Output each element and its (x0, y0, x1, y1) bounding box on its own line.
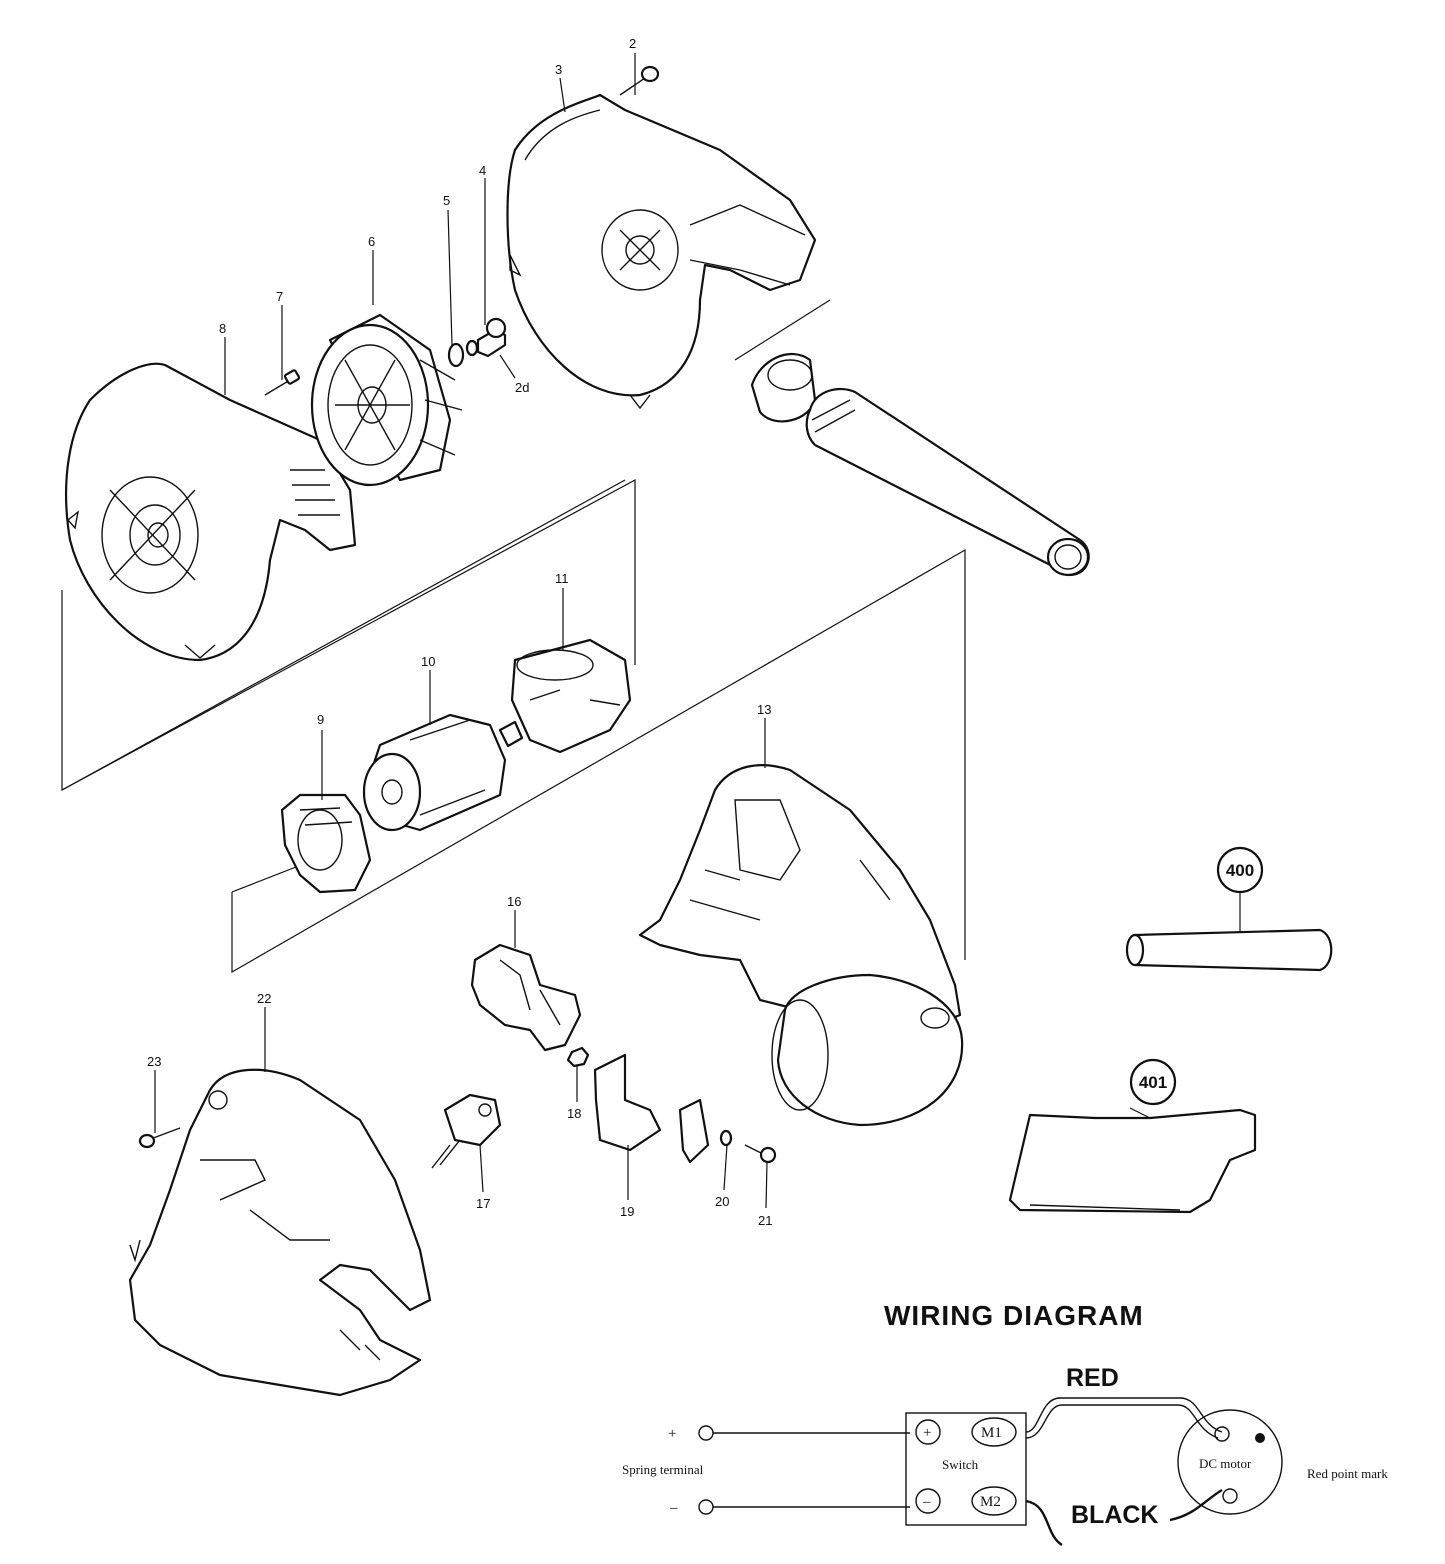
label-part-17: 17 (476, 1196, 490, 1211)
wiring-title: WIRING DIAGRAM (884, 1300, 1144, 1331)
spring-terminal-label: Spring terminal (622, 1462, 704, 1477)
black-wire (1025, 1499, 1063, 1547)
label-accessory-401: 401 (1139, 1073, 1167, 1092)
part-5-spacer-washer (447, 342, 465, 368)
label-part-3: 3 (555, 62, 562, 77)
label-part-2d: 2d (515, 380, 529, 395)
wire-label-black: BLACK (1071, 1501, 1159, 1529)
minus-terminal (698, 1499, 714, 1515)
plus-terminal (698, 1425, 714, 1441)
accessory-401-flat-nozzle (1008, 1058, 1257, 1214)
dc-motor-symbol (1177, 1409, 1283, 1515)
part-7-screw (264, 369, 301, 396)
part-16-switch (470, 943, 582, 1052)
part-9-motor-end-cap (280, 793, 372, 894)
label-part-10: 10 (421, 654, 435, 669)
part-6-fan-impeller (310, 313, 463, 487)
label-part-19: 19 (620, 1204, 634, 1219)
label-part-9: 9 (317, 712, 324, 727)
part-2d-washer (465, 339, 479, 357)
part-3-fan-housing-right (506, 93, 817, 410)
red-point-mark (1255, 1433, 1265, 1443)
part-21-screw (744, 1144, 777, 1164)
switch-box (905, 1412, 1027, 1526)
section-outlines (61, 299, 966, 974)
wiring-diagram: WIRING DIAGRAM RED BLACK + Spring termin… (622, 1300, 1388, 1547)
label-part-20: 20 (715, 1194, 729, 1209)
part-22-handle-housing-left (128, 1068, 432, 1397)
blower-nozzle (805, 387, 1090, 577)
label-part-6: 6 (368, 234, 375, 249)
nozzle-ring (750, 352, 817, 423)
switch-minus: – (922, 1494, 931, 1510)
part-10-dc-motor (362, 713, 524, 832)
label-part-23: 23 (147, 1054, 161, 1069)
switch-label: Switch (942, 1457, 979, 1472)
switch-m1: M1 (981, 1425, 1002, 1441)
label-part-13: 13 (757, 702, 771, 717)
label-part-16: 16 (507, 894, 521, 909)
wire-label-red: RED (1066, 1364, 1119, 1392)
label-part-4: 4 (479, 163, 486, 178)
minus-sign: – (669, 1500, 678, 1516)
red-wire (1025, 1397, 1223, 1433)
label-part-5: 5 (443, 193, 450, 208)
label-part-11: 11 (555, 571, 569, 586)
plus-sign: + (668, 1426, 676, 1442)
label-part-22: 22 (257, 991, 271, 1006)
label-part-8: 8 (219, 321, 226, 336)
part-19-terminal-bracket (593, 1053, 710, 1164)
part-4-fan-nut (476, 317, 507, 358)
part-13-handle-housing-right (638, 764, 964, 1127)
label-part-2: 2 (629, 36, 636, 51)
part-11-motor-sleeve (510, 638, 632, 754)
part-23-screw (138, 1127, 181, 1149)
part-20-washer (719, 1129, 733, 1147)
label-part-21: 21 (758, 1213, 772, 1228)
label-part-7: 7 (276, 289, 283, 304)
switch-m2: M2 (980, 1494, 1001, 1510)
switch-plus: + (923, 1425, 931, 1441)
part-17-terminal-block (431, 1093, 502, 1169)
accessory-400-concentrator-nozzle (1125, 846, 1333, 972)
label-part-18: 18 (567, 1106, 581, 1121)
part-8-fan-housing-left (65, 362, 357, 662)
part-number-leaders (154, 53, 768, 1209)
red-point-mark-label: Red point mark (1307, 1466, 1388, 1481)
part-2-screw (619, 65, 660, 96)
part-18-nut (566, 1046, 590, 1068)
part-numbers: 2 3 4 2d 5 6 7 8 9 10 11 13 16 18 19 20 … (147, 36, 1254, 1228)
label-accessory-400: 400 (1226, 861, 1254, 880)
dc-motor-label: DC motor (1199, 1456, 1252, 1471)
